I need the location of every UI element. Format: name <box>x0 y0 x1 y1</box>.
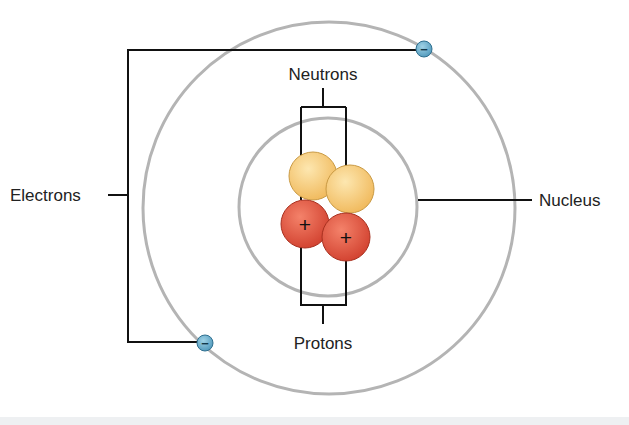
proton-charge: + <box>340 227 352 248</box>
neutron <box>326 165 374 213</box>
electron <box>197 335 213 351</box>
part-label: Neutrons <box>289 66 358 83</box>
nucleus-leader <box>418 199 532 201</box>
nucleus-boundary <box>239 118 417 296</box>
part-label: Electrons <box>10 187 81 204</box>
electron-bracket <box>108 50 416 342</box>
electron-shell <box>143 22 515 394</box>
part-label: Protons <box>294 335 353 352</box>
part-label: Nucleus <box>539 192 600 209</box>
proton-charge: + <box>299 214 311 235</box>
electron-charge: − <box>420 43 428 56</box>
proton <box>322 213 370 261</box>
electron <box>416 41 432 57</box>
electron-charge: − <box>201 337 209 350</box>
bottom-band <box>0 417 629 425</box>
